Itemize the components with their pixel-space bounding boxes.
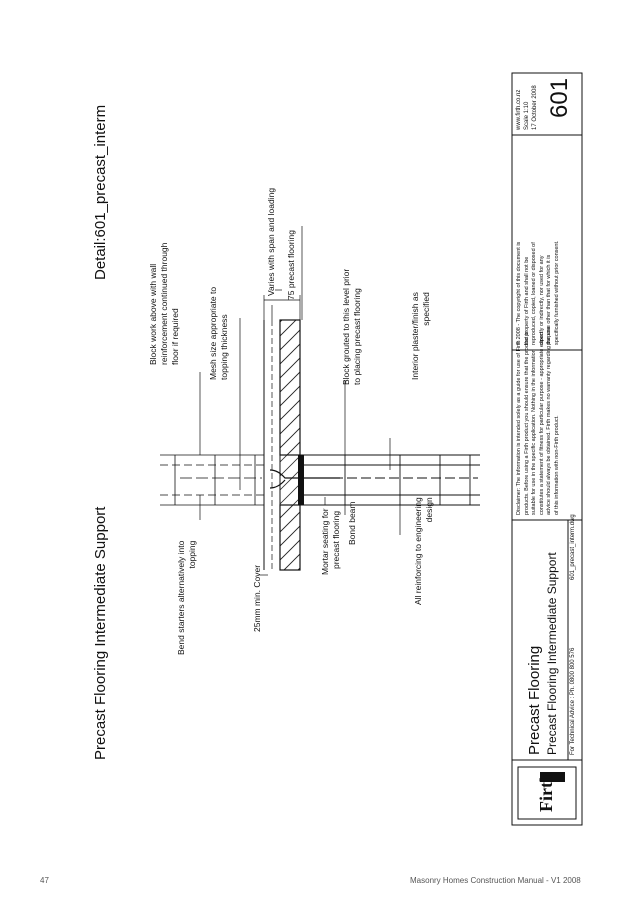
- firth-logo: Firth: [517, 766, 577, 820]
- manual-title: Masonry Homes Construction Manual - V1 2…: [410, 876, 581, 885]
- note-mesh: Mesh size appropriate to topping thickne…: [208, 286, 229, 380]
- tb-filename: 601_precast_interm.dwg: [570, 514, 576, 580]
- precast-slab-left: [279, 319, 301, 456]
- note-precast-75: 75 precast flooring: [286, 230, 296, 300]
- tb-disclaimer: Disclaimer: The information is intended …: [516, 326, 560, 515]
- note-reinforcing: All reinforcing to engineering design: [413, 497, 434, 605]
- tb-date: 17 October 2008: [532, 85, 538, 130]
- tb-subtitle: Precast Flooring Intermediate Support: [545, 552, 559, 755]
- starter-bar: [269, 469, 340, 479]
- note-block-above: Block work above with wall reinforcement…: [148, 242, 180, 365]
- tb-product: Precast Flooring: [526, 645, 543, 755]
- tb-website: www.firth.co.nz: [516, 89, 522, 130]
- tb-advice: For Technical Advice : Ph. 0800 800 576: [570, 647, 576, 755]
- tb-copyright: © 2008 - The copyright of this document …: [516, 240, 560, 345]
- note-plaster: Interior plaster/finish as specified: [410, 292, 431, 380]
- note-bend-starters: Bend starters alternatively into topping: [176, 540, 197, 655]
- note-bond-beam: Bond beam: [347, 501, 357, 545]
- tb-sheet-number: 601: [546, 77, 573, 118]
- block-work-above: [160, 454, 264, 506]
- note-grouted: Block grouted to this level prior to pla…: [341, 268, 362, 385]
- note-varies: Varies with span and loading: [266, 187, 276, 296]
- precast-slab-right: [279, 504, 301, 571]
- title-block-frame: [511, 72, 583, 826]
- main-title: Precast Flooring Intermediate Support: [92, 506, 109, 760]
- firth-logo-text: Firth: [536, 772, 556, 812]
- tb-scale: Scale 1:10: [524, 101, 530, 130]
- page-number: 47: [40, 876, 49, 885]
- detail-ref: Detail:601_precast_interm: [92, 104, 109, 280]
- mortar-seating: [298, 455, 304, 505]
- note-mortar: Mortar seating for precast flooring: [320, 508, 341, 575]
- note-cover: 25mm min. Cover: [252, 564, 262, 632]
